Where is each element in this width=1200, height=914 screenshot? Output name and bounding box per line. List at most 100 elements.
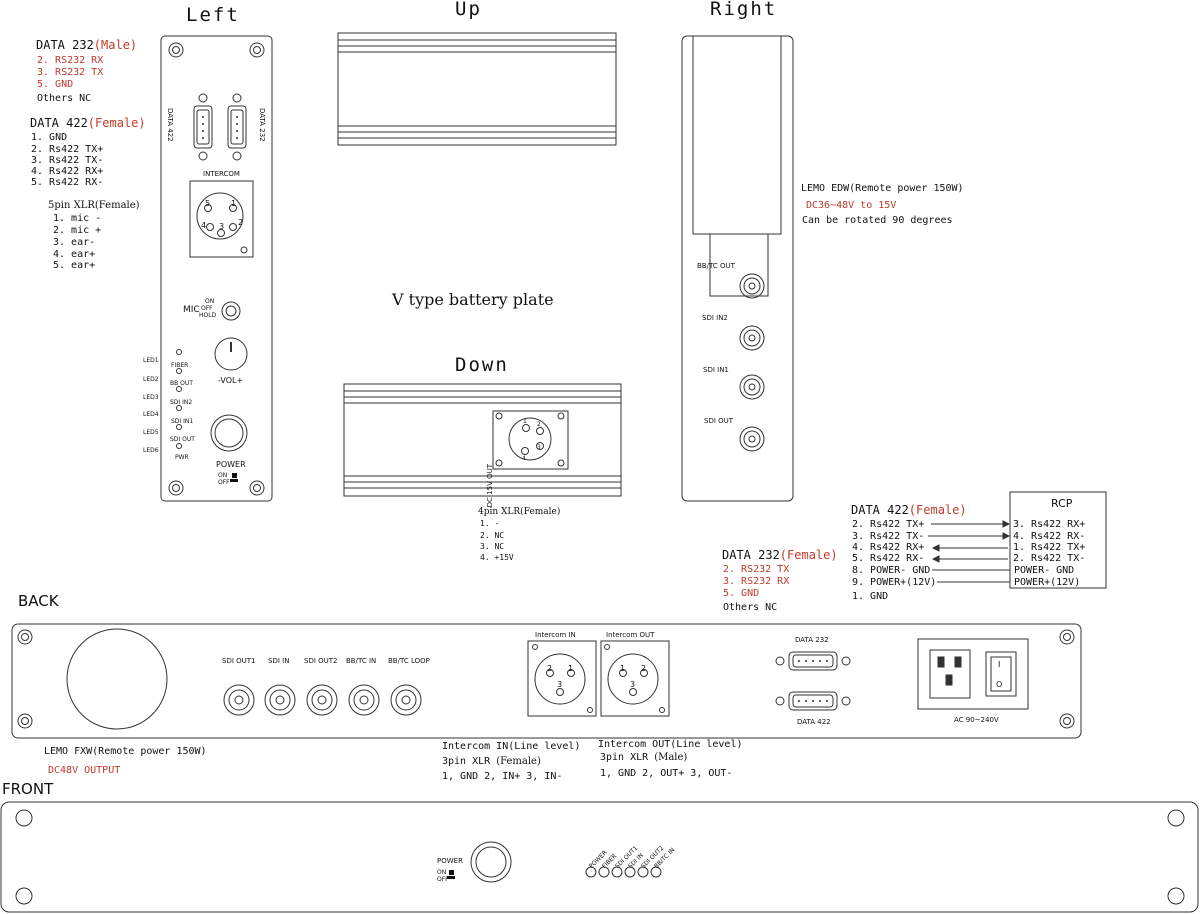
- rcp-data422-title: DATA 422: [851, 503, 909, 517]
- lemo-edw-title: LEMO EDW(Remote power 150W): [801, 183, 964, 194]
- rcp-left-pin: 9. POWER+(12V): [852, 577, 937, 588]
- xlr4-pin: 2: [537, 421, 541, 428]
- intercom-in-note-pins: 1, GND 2, IN+ 3, IN-: [442, 771, 563, 782]
- left-data422-pin: 4. Rs422 RX+: [31, 166, 104, 177]
- dc-out-label: DC 15V OUT: [486, 464, 494, 508]
- back-data422-port: [775, 691, 851, 711]
- right-bnc-label: SDI IN2: [702, 314, 728, 322]
- left-data232-pin: 2. RS232 RX: [37, 55, 104, 66]
- rcp-data232-gender: (Female): [779, 548, 838, 562]
- front-power-button: [470, 841, 512, 883]
- back-panel-outline: [11, 623, 1082, 739]
- view-title-down: Down: [455, 354, 509, 376]
- left-panel-outline: [160, 35, 273, 502]
- rcp-box: [1009, 491, 1107, 589]
- front-power-off: OFF: [437, 876, 449, 883]
- led-label: BB OUT: [170, 380, 193, 387]
- up-view-outline: [337, 32, 617, 146]
- back-in-pin: 1: [568, 664, 574, 673]
- intercom-in-gender: (Female): [496, 756, 541, 767]
- rcp-pin: 3. Rs422 RX+: [1013, 519, 1086, 530]
- xlr5-title: 5pin XLR(Female): [48, 200, 140, 211]
- left-xlr-pin: 4: [201, 221, 207, 230]
- front-power-label: POWER: [437, 857, 463, 865]
- back-intercom-in-frame: [527, 640, 597, 717]
- vol-label: -VOL+: [218, 376, 244, 385]
- left-power-label: POWER: [216, 460, 246, 469]
- lemo-fxw-title: LEMO FXW(Remote power 150W): [44, 746, 207, 757]
- front-power-on: ON: [437, 869, 447, 876]
- xlr4-pin: 3: [537, 444, 541, 451]
- rcp-pin: 1. Rs422 TX+: [1013, 542, 1086, 553]
- xlr5-pin: 4. ear+: [53, 249, 96, 260]
- left-panel-data232-label: DATA 232: [258, 108, 266, 142]
- mic-state: ON: [205, 298, 215, 305]
- lemo-edw-dc: DC36~48V to 15V: [806, 200, 897, 211]
- xlr4-pin-desc: 1. -: [480, 519, 500, 528]
- left-panel-data422-label: DATA 422: [166, 108, 174, 142]
- rcp-pin: 4. Rs422 RX-: [1013, 531, 1086, 542]
- left-xlr-pin: 1: [231, 199, 237, 208]
- led-id: LED6: [143, 447, 159, 454]
- left-data232-others: Others NC: [37, 93, 92, 104]
- left-data422-pin: 1. GND: [31, 132, 68, 143]
- mic-state: OFF: [201, 305, 213, 312]
- mic-state: HOLD: [199, 312, 217, 319]
- led-label: FIBER: [171, 362, 189, 369]
- view-title-up: Up: [455, 0, 482, 20]
- left-data232-gender: (Male): [93, 38, 138, 52]
- left-data422-port: [193, 93, 213, 161]
- lemo-fxw-output: DC48V OUTPUT: [48, 765, 121, 776]
- xlr4-pin-desc: 4. +15V: [480, 553, 514, 562]
- front-panel-outline: [0, 801, 1199, 913]
- back-intercom-in-label: Intercom IN: [535, 631, 576, 639]
- xlr4-pin: 4: [522, 455, 526, 462]
- right-bnc-sdi-out: [739, 426, 765, 452]
- xlr5-pin: 2. mic +: [53, 225, 102, 236]
- left-data422-title: DATA 422: [30, 116, 88, 130]
- rcp-data232-pin: 3. RS232 RX: [723, 576, 790, 587]
- dc-out-xlr-frame: [492, 410, 569, 470]
- xlr5-pin: 1. mic -: [53, 213, 102, 224]
- rcp-data232-title: DATA 232: [722, 548, 780, 562]
- left-data232-title: DATA 232: [36, 38, 94, 52]
- rcp-left-pin: 2. Rs422 TX+: [852, 519, 925, 530]
- led-id: LED5: [143, 429, 159, 436]
- xlr5-pin: 5. ear+: [53, 260, 96, 271]
- rcp-left-pin: 1. GND: [852, 591, 889, 602]
- rcp-title: RCP: [1051, 497, 1073, 510]
- left-intercom-xlr: [196, 192, 244, 240]
- rcp-left-pin: 8. POWER- GND: [852, 565, 931, 576]
- right-bnc-sdi-in2: [739, 325, 765, 351]
- left-data232-heading: DATA 232(Male): [36, 38, 137, 52]
- left-power-button: [210, 414, 248, 452]
- back-bnc-label: SDI OUT2: [304, 657, 338, 665]
- led-label: SDI OUT: [170, 436, 195, 443]
- back-intercom-out-frame: [600, 640, 670, 717]
- xlr4-pin-desc: 3. NC: [480, 542, 505, 551]
- rcp-pin: 2. Rs422 TX-: [1013, 553, 1086, 564]
- left-xlr-pin: 3: [219, 222, 225, 231]
- xlr4-pin-desc: 2. NC: [480, 531, 505, 540]
- ac-switch-on: I: [998, 660, 1001, 669]
- back-out-pin: 2: [641, 664, 647, 673]
- back-in-pin: 3: [557, 680, 563, 689]
- right-bnc-bbtc: [739, 273, 765, 299]
- intercom-out-note-title: Intercom OUT(Line level): [598, 739, 743, 750]
- right-bnc-label: SDI IN1: [703, 366, 729, 374]
- intercom-out-note-pins: 1, GND 2, OUT+ 3, OUT-: [600, 768, 733, 779]
- back-out-pin: 1: [620, 664, 626, 673]
- right-bnc-label: BB/TC OUT: [697, 262, 735, 270]
- back-out-pin: 3: [630, 680, 636, 689]
- left-power-off: OFF: [218, 479, 230, 486]
- rcp-left-pin: 3. Rs422 TX-: [852, 531, 925, 542]
- rcp-pin: POWER+(12V): [1014, 577, 1081, 588]
- xlr4-pin: 1: [523, 418, 527, 425]
- left-data422-heading: DATA 422(Female): [30, 116, 146, 130]
- rcp-data232-heading: DATA 232(Female): [722, 548, 838, 562]
- left-data232-pin: 3. RS232 TX: [37, 67, 104, 78]
- left-data422-gender: (Female): [87, 116, 146, 130]
- ac-inlet-frame: [917, 638, 1029, 710]
- lemo-block: [692, 35, 782, 235]
- left-xlr-pin: 2: [238, 218, 244, 227]
